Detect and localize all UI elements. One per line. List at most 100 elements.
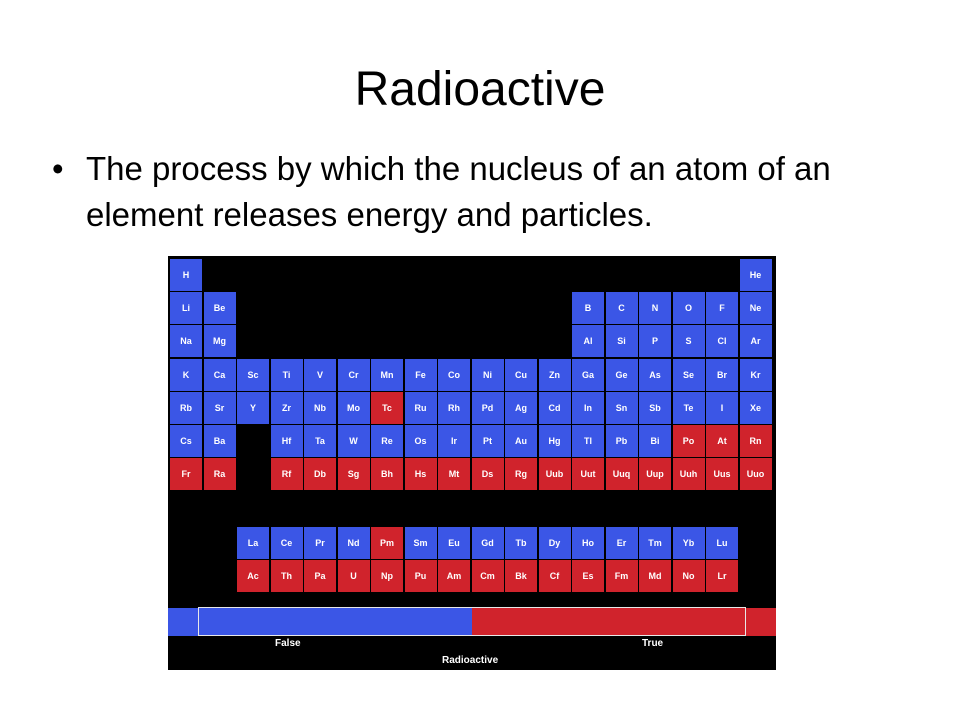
- element-cell-ge: Ge: [605, 358, 638, 391]
- element-cell-tb: Tb: [505, 527, 537, 559]
- element-cell-uuo: Uuo: [739, 458, 772, 491]
- element-cell-u: U: [337, 560, 370, 592]
- element-cell-ds: Ds: [471, 458, 504, 491]
- legend-false-label: False: [275, 638, 301, 649]
- element-cell-mn: Mn: [371, 358, 403, 391]
- element-cell-pt: Pt: [471, 425, 504, 457]
- element-cell-c: C: [605, 292, 638, 325]
- element-cell-ac: Ac: [237, 560, 269, 592]
- element-cell-co: Co: [438, 358, 470, 391]
- element-cell-th: Th: [270, 560, 303, 592]
- element-cell-pm: Pm: [371, 527, 403, 559]
- element-cell-fm: Fm: [605, 560, 638, 592]
- element-cell-ni: Ni: [471, 358, 504, 391]
- element-cell-la: La: [237, 527, 269, 559]
- legend-true-swatch: [472, 608, 776, 636]
- element-cell-db: Db: [304, 458, 336, 491]
- element-cell-be: Be: [203, 292, 236, 325]
- element-cell-he: He: [739, 259, 772, 291]
- element-cell-te: Te: [672, 391, 705, 424]
- element-cell-ti: Ti: [270, 358, 303, 391]
- legend-false-swatch: [168, 608, 472, 636]
- element-cell-ne: Ne: [739, 292, 772, 325]
- element-cell-as: As: [639, 358, 671, 391]
- element-cell-tc: Tc: [371, 391, 403, 424]
- element-cell-cl: Cl: [706, 325, 738, 358]
- element-cell-cr: Cr: [337, 358, 370, 391]
- element-cell-ag: Ag: [505, 391, 537, 424]
- element-cell-ru: Ru: [404, 391, 437, 424]
- slide-title: Radioactive: [354, 63, 606, 116]
- element-cell-rb: Rb: [170, 391, 202, 424]
- element-cell-cf: Cf: [538, 560, 571, 592]
- element-cell-uuq: Uuq: [605, 458, 638, 491]
- element-cell-pr: Pr: [304, 527, 336, 559]
- bullet-dot-icon: •: [52, 150, 64, 187]
- element-cell-ba: Ba: [203, 425, 236, 457]
- element-cell-nd: Nd: [337, 527, 370, 559]
- element-cell-cs: Cs: [170, 425, 202, 457]
- element-cell-yb: Yb: [672, 527, 705, 559]
- element-cell-at: At: [706, 425, 738, 457]
- element-cell-s: S: [672, 325, 705, 358]
- bullet-text: The process by which the nucleus of an a…: [86, 150, 831, 233]
- element-cell-cu: Cu: [505, 358, 537, 391]
- element-cell-al: Al: [572, 325, 604, 358]
- element-cell-uus: Uus: [706, 458, 738, 491]
- bullet-list: • The process by which the nucleus of an…: [52, 146, 932, 238]
- element-cell-cm: Cm: [471, 560, 504, 592]
- element-cell-n: N: [639, 292, 671, 325]
- element-cell-ir: Ir: [438, 425, 470, 457]
- element-cell-bk: Bk: [505, 560, 537, 592]
- element-cell-na: Na: [170, 325, 202, 358]
- element-cell-lr: Lr: [706, 560, 738, 592]
- element-cell-uuh: Uuh: [672, 458, 705, 491]
- element-cell-ho: Ho: [572, 527, 604, 559]
- element-cell-pd: Pd: [471, 391, 504, 424]
- element-cell-bi: Bi: [639, 425, 671, 457]
- element-cell-w: W: [337, 425, 370, 457]
- element-cell-uut: Uut: [572, 458, 604, 491]
- element-cell-br: Br: [706, 358, 738, 391]
- element-cell-pa: Pa: [304, 560, 336, 592]
- element-cell-in: In: [572, 391, 604, 424]
- element-cell-li: Li: [170, 292, 202, 325]
- element-cell-sn: Sn: [605, 391, 638, 424]
- element-cell-md: Md: [639, 560, 671, 592]
- element-cell-er: Er: [605, 527, 638, 559]
- element-cell-h: H: [170, 259, 202, 291]
- element-cell-si: Si: [605, 325, 638, 358]
- element-cell-k: K: [170, 358, 202, 391]
- element-cell-ga: Ga: [572, 358, 604, 391]
- element-cell-nb: Nb: [304, 391, 336, 424]
- element-cell-v: V: [304, 358, 336, 391]
- element-cell-mo: Mo: [337, 391, 370, 424]
- element-cell-lu: Lu: [706, 527, 738, 559]
- element-cell-xe: Xe: [739, 391, 772, 424]
- legend-frame: [198, 607, 746, 636]
- element-cell-os: Os: [404, 425, 437, 457]
- element-cell-ra: Ra: [203, 458, 236, 491]
- element-cell-ar: Ar: [739, 325, 772, 358]
- element-cell-mg: Mg: [203, 325, 236, 358]
- element-cell-pu: Pu: [404, 560, 437, 592]
- element-cell-au: Au: [505, 425, 537, 457]
- element-cell-zn: Zn: [538, 358, 571, 391]
- element-cell-am: Am: [438, 560, 470, 592]
- element-cell-sr: Sr: [203, 391, 236, 424]
- element-cell-fr: Fr: [170, 458, 202, 491]
- element-cell-kr: Kr: [739, 358, 772, 391]
- element-cell-np: Np: [371, 560, 403, 592]
- element-cell-no: No: [672, 560, 705, 592]
- element-cell-ta: Ta: [304, 425, 336, 457]
- element-cell-ce: Ce: [270, 527, 303, 559]
- element-cell-sc: Sc: [237, 358, 269, 391]
- element-cell-hs: Hs: [404, 458, 437, 491]
- element-cell-zr: Zr: [270, 391, 303, 424]
- element-cell-uup: Uup: [639, 458, 671, 491]
- element-cell-re: Re: [371, 425, 403, 457]
- element-cell-dy: Dy: [538, 527, 571, 559]
- element-cell-o: O: [672, 292, 705, 325]
- element-cell-sb: Sb: [639, 391, 671, 424]
- element-cell-p: P: [639, 325, 671, 358]
